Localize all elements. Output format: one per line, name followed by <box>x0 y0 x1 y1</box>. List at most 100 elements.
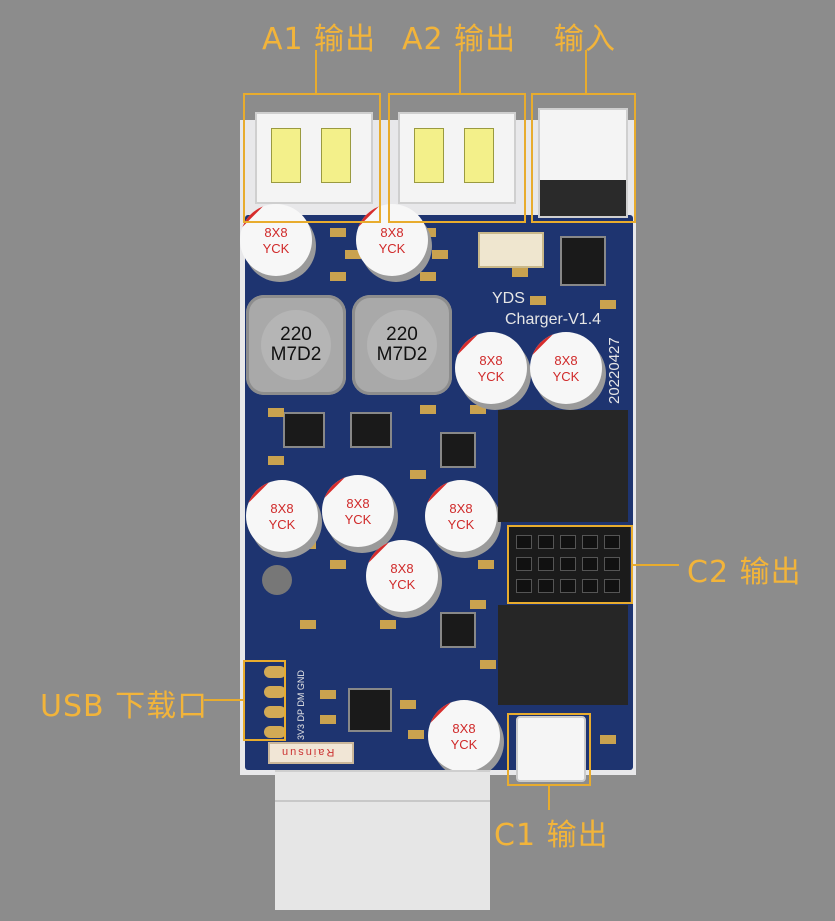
qfn-chip <box>440 432 476 468</box>
usb-tongue <box>464 128 494 183</box>
usb-a2-port <box>398 112 516 204</box>
usb-tongue <box>321 128 351 183</box>
smd-component <box>470 405 486 414</box>
cable-fold <box>275 800 490 802</box>
esop8-chip <box>283 412 325 448</box>
a2-leader-line <box>459 50 461 93</box>
connector-pin <box>604 579 620 593</box>
smd-component <box>480 660 496 669</box>
capacitor-size: 8X8 <box>554 353 578 368</box>
input-leader-line <box>585 50 587 93</box>
smd-component <box>330 272 346 281</box>
usb-download-leader-line <box>204 699 243 701</box>
smd-component <box>420 405 436 414</box>
connector-pin <box>560 535 576 549</box>
board-date: 20220427 <box>606 337 623 404</box>
usb-download-highlight-box <box>243 660 286 741</box>
inductor-value: 220 <box>280 324 312 345</box>
capacitor-brand: YCK <box>477 369 505 384</box>
smd-component <box>268 408 284 417</box>
switch <box>478 232 544 268</box>
board-brand: YDS <box>492 290 525 307</box>
pad <box>264 686 286 698</box>
input-label: 输入 <box>554 22 616 57</box>
usb-pad-labels: 3V3 DP DM GND <box>296 670 306 740</box>
pad <box>264 726 286 738</box>
smd-component <box>530 296 546 305</box>
capacitor-brand: YCK <box>268 517 296 532</box>
smd-component <box>600 300 616 309</box>
inductor-code: M7D2 <box>376 344 428 365</box>
usb-a1-port <box>255 112 373 204</box>
pad <box>264 666 286 678</box>
c2-connector-pins <box>508 527 630 602</box>
smd-component <box>300 540 316 549</box>
usb-download-pads <box>262 664 292 740</box>
smd-component <box>320 715 336 724</box>
smd-component <box>400 700 416 709</box>
capacitor-size: 8X8 <box>346 496 370 511</box>
usb-c1-port <box>516 716 586 782</box>
c2-connector-housing <box>498 605 628 705</box>
ribbon-cable <box>275 770 490 910</box>
capacitor-size: 8X8 <box>479 353 503 368</box>
input-port <box>538 108 628 218</box>
usb-tongue <box>271 128 301 183</box>
mosfet-chip <box>560 236 606 286</box>
a1-output-label: A1 输出 <box>262 22 377 57</box>
a2-highlight-box <box>388 93 526 223</box>
smd-component <box>600 735 616 744</box>
capacitor-brand: YCK <box>344 512 372 527</box>
capacitor-size: 8X8 <box>380 225 404 240</box>
c1-leader-line <box>548 786 550 810</box>
inductor-value: 220 <box>386 324 418 345</box>
connector-pin <box>538 579 554 593</box>
esop8-chip <box>350 412 392 448</box>
connector-pin <box>516 535 532 549</box>
connector-pin <box>560 579 576 593</box>
connector-pin <box>582 535 598 549</box>
connector-pin <box>538 535 554 549</box>
smd-component <box>478 560 494 569</box>
smd-component <box>408 730 424 739</box>
smd-component <box>470 600 486 609</box>
smd-component <box>330 560 346 569</box>
connector-pin <box>538 557 554 571</box>
capacitor-brand: YCK <box>447 517 475 532</box>
board-model: Charger-V1.4 <box>505 311 602 328</box>
c2-highlight-box <box>507 525 633 604</box>
c1-highlight-box <box>507 713 591 786</box>
a1-highlight-box <box>243 93 381 223</box>
connector-pin <box>560 557 576 571</box>
capacitor-brand: YCK <box>262 241 290 256</box>
inductor-code: M7D2 <box>270 344 322 365</box>
capacitor-brand: YCK <box>450 737 478 752</box>
c1-output-label: C1 输出 <box>494 818 609 853</box>
ribbon-connector: Rainsun <box>268 742 354 764</box>
capacitor-size: 8X8 <box>449 501 473 516</box>
smd-component <box>268 456 284 465</box>
input-port-body <box>540 180 626 216</box>
connector-pin <box>582 579 598 593</box>
connector-pin <box>604 535 620 549</box>
a2-output-label: A2 输出 <box>402 22 517 57</box>
capacitor-size: 8X8 <box>270 501 294 516</box>
smd-component <box>512 268 528 277</box>
connector-pin <box>516 579 532 593</box>
usb-tongue <box>414 128 444 183</box>
pad <box>264 706 286 718</box>
buzzer <box>262 565 292 595</box>
connector-pin <box>582 557 598 571</box>
smd-component <box>420 228 436 237</box>
smd-component <box>345 250 361 259</box>
mcu-chip <box>348 688 392 732</box>
